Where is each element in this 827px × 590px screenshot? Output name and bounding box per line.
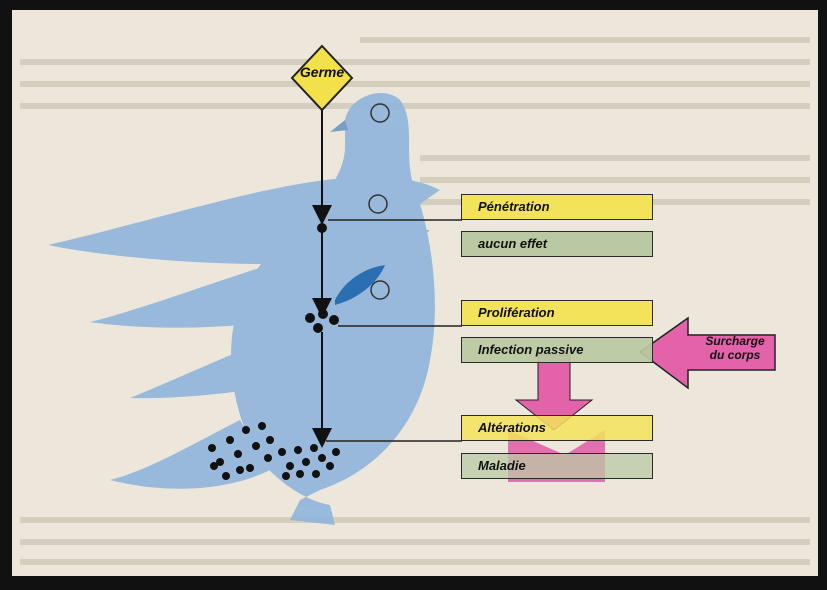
overload-arrow (638, 316, 776, 390)
germ-dots-stage-3 (208, 422, 340, 480)
stage-alterations-box: Altérations (461, 415, 653, 441)
stage-penetration-effect-box: aucun effet (461, 231, 653, 257)
site-marker-3 (370, 280, 390, 300)
overload-label: Surcharge du corps (680, 334, 790, 362)
neck-patch (335, 265, 385, 305)
germ-label: Germe (299, 64, 345, 80)
germ-dots-stage-2 (305, 309, 339, 333)
site-marker-1 (370, 103, 390, 123)
overload-label-line-2: du corps (709, 348, 761, 362)
stage-proliferation-effect-box: Infection passive (461, 337, 653, 363)
overload-label-line-1: Surcharge (705, 334, 765, 348)
site-marker-2 (368, 194, 388, 214)
stage-penetration-box: Pénétration (461, 194, 653, 220)
germ-dot-stage-1 (317, 223, 327, 233)
stage-proliferation-box: Prolifération (461, 300, 653, 326)
stage-disease-box: Maladie (461, 453, 653, 479)
